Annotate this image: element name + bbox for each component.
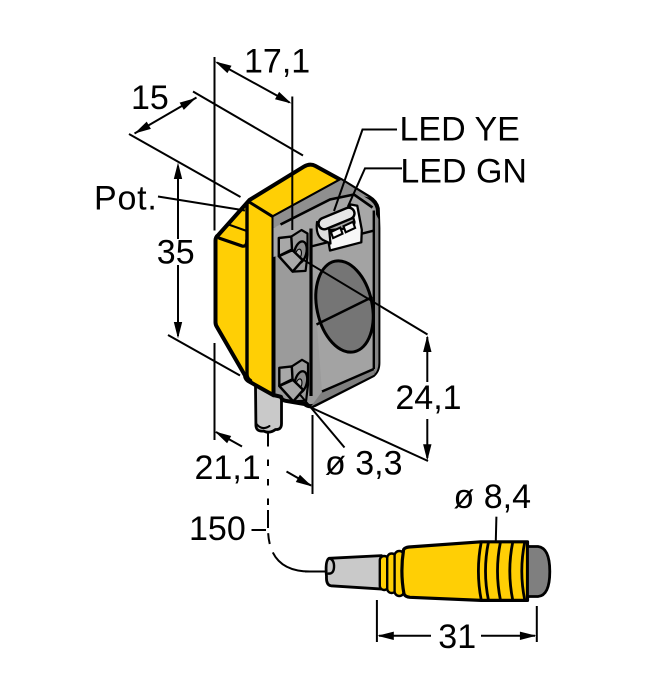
- svg-text:31: 31: [438, 618, 476, 656]
- svg-text:LED YE: LED YE: [400, 111, 520, 149]
- svg-text:150: 150: [189, 510, 246, 548]
- svg-text:21,1: 21,1: [195, 449, 261, 487]
- svg-text:15: 15: [131, 79, 169, 117]
- svg-text:LED GN: LED GN: [400, 153, 527, 191]
- svg-text:Pot.: Pot.: [94, 180, 158, 218]
- svg-text:ø 3,3: ø 3,3: [325, 445, 402, 483]
- svg-text:35: 35: [157, 234, 195, 272]
- svg-text:17,1: 17,1: [244, 43, 310, 81]
- svg-text:ø 8,4: ø 8,4: [454, 478, 531, 516]
- svg-text:24,1: 24,1: [395, 379, 461, 417]
